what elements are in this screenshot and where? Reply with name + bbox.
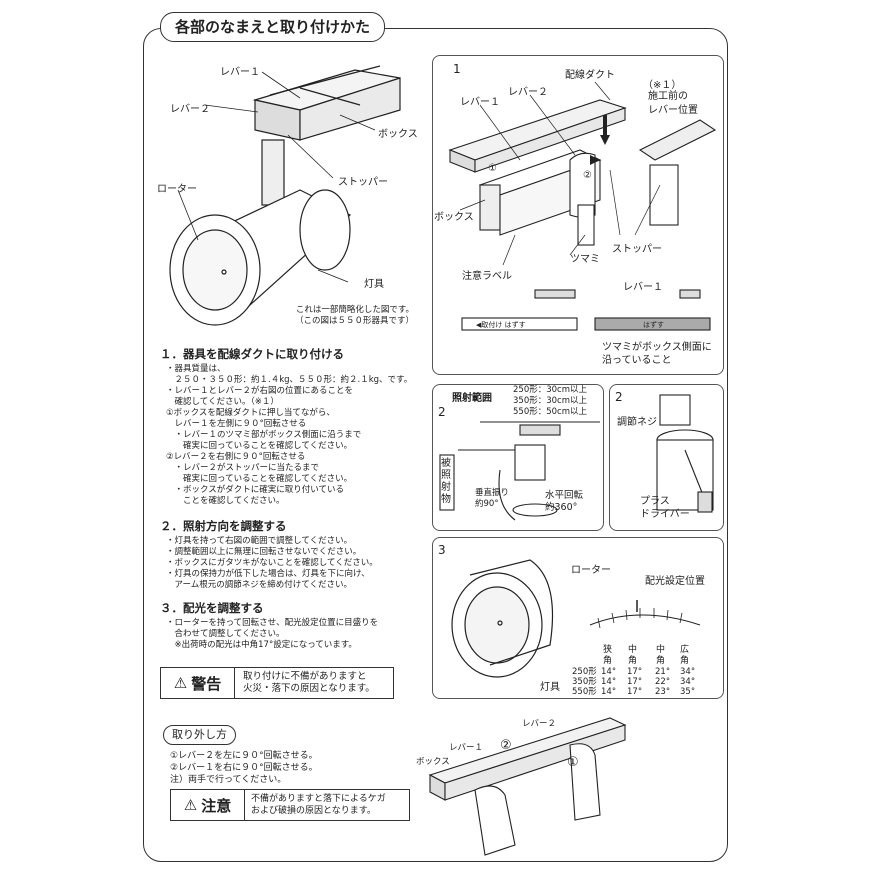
beam-row-model: 250形 [572,667,597,677]
step1-caution-label: 注意ラベル [462,271,512,282]
step1-circle2: ② [583,170,592,181]
beam-cell: 17° [627,687,643,697]
section2-text: ・灯具を持って右図の範囲で調整してください。 ・調整範囲以上に無理に回転させない… [166,536,378,590]
step1-lever2-label: レバー２ [508,87,548,98]
driver-label: プラス ドライバー [640,496,690,520]
range-number: 2 [438,405,446,419]
removal-lever2-label: レバー２ [522,719,557,729]
label-rotor: ローター [157,184,197,195]
beam-number: 3 [438,543,446,557]
step1-knob-note: ツマミがボックス側面に 沿っていること [602,342,712,366]
beam-col-medium2: 中角 [656,645,666,666]
step1-duct-label: 配線ダクト [565,70,615,81]
warning-heading: 警告 [191,674,222,693]
beam-cell: 35° [680,687,696,697]
step1-note-ref: （※１） [643,80,682,91]
range-target: 被照射物 [441,458,451,505]
range-250: 250形：30cm以上 [513,385,587,395]
step1-lever1-label: レバー１ [460,97,500,108]
label-box: ボックス [378,129,418,140]
section3-heading: ３．配光を調整する [160,601,264,615]
beam-setting-label: 配光設定位置 [645,576,705,587]
beam-cell: 17° [627,677,643,687]
beam-row-model: 550形 [572,687,597,697]
step1-number: 1 [453,62,461,76]
step1-release-sticker: はずす [643,321,664,329]
section1-text: ・器具質量は、 ２５０・３５０形：約１.４kg、５５０形：約２.１kg、です。 … [166,364,413,506]
warning-box: ⚠ 警告 取り付けに不備がありますと 火災・落下の原因となります。 [160,667,394,699]
range-horizontal: 水平回転 約360° [545,490,584,513]
caution-box: ⚠ 注意 不備がありますと落下によるケガ および破損の原因となります。 [170,789,410,821]
step1-lever1b-label: レバー１ [623,282,663,293]
beam-row-model: 350形 [572,677,597,687]
step1-box-label: ボックス [434,212,474,223]
screw-number: 2 [615,390,623,404]
removal-circle1: ① [567,755,579,770]
page-title: 各部のなまえと取り付けかた [160,12,386,42]
range-title: 照射範囲 [452,393,492,404]
removal-lever1-label: レバー１ [449,743,484,753]
screw-label: 調節ネジ [617,417,657,428]
step1-knob-label: ツマミ [570,254,600,265]
beam-cell: 14° [601,687,617,697]
caution-text: 不備がありますと落下によるケガ および破損の原因となります。 [251,794,386,816]
beam-col-medium1: 中角 [628,645,638,666]
range-350: 350形：30cm以上 [513,396,587,406]
label-fixture: 灯具 [364,279,384,290]
beam-cell: 17° [627,667,643,677]
beam-col-narrow: 狭角 [603,645,613,666]
caution-triangle-icon: ⚠ [183,796,198,814]
beam-cell: 23° [655,687,671,697]
step1-note-text: 施工前の レバー位置 [648,91,698,116]
removal-heading: 取り外し方 [163,725,236,745]
beam-cell: 14° [601,667,617,677]
beam-col-wide: 広角 [680,645,690,666]
range-550: 550形：50cm以上 [513,407,587,417]
section1-heading: １．器具を配線ダクトに取り付ける [160,347,344,361]
beam-cell: 34° [680,667,696,677]
step1-stopper-label: ストッパー [612,244,662,255]
label-lever1: レバー１ [220,67,260,78]
page-frame [143,28,728,862]
removal-circle2: ② [500,738,512,753]
section2-heading: ２．照射方向を調整する [160,519,287,533]
beam-fixture-label: 灯具 [540,682,560,693]
label-lever2: レバー２ [170,104,210,115]
range-vertical: 垂直振り 約90° [475,488,510,509]
section3-text: ・ローターを持って回転させ、配光設定位置に目盛りを 合わせて調整してください。 … [166,618,379,650]
beam-cell: 21° [655,667,671,677]
caution-heading: 注意 [201,796,232,815]
warning-text: 取り付けに不備がありますと 火災・落下の原因となります。 [243,671,375,694]
beam-rotor-label: ローター [571,565,611,576]
label-stopper: ストッパー [338,177,388,188]
step1-circle1: ① [488,163,497,174]
warning-triangle-icon: ⚠ [173,674,188,692]
step1-mount-sticker: ◀取付け はずす [476,321,526,329]
removal-box-label: ボックス [416,757,450,767]
parts-note: これは一部簡略化した図です。 （この図は５５０形器具です） [295,305,415,326]
beam-cell: 14° [601,677,617,687]
beam-cell: 34° [680,677,696,687]
beam-cell: 22° [655,677,671,687]
removal-text: ①レバー２を左に９０°回転させる。 ②レバー１を右に９０°回転させる。 注）両手… [170,751,318,785]
